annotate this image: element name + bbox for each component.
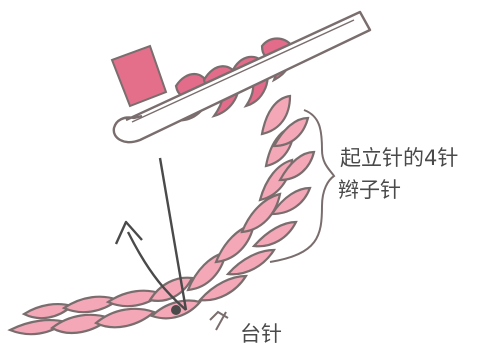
chain-label-line2: 辫子针 [338, 178, 401, 202]
base-stitch-pointer [210, 312, 228, 330]
yarn-strand [112, 46, 166, 106]
base-stitch-label: 台针 [240, 322, 282, 346]
chain-stitches [10, 96, 314, 334]
chain-label-line1: 起立针的4针 [340, 146, 458, 170]
